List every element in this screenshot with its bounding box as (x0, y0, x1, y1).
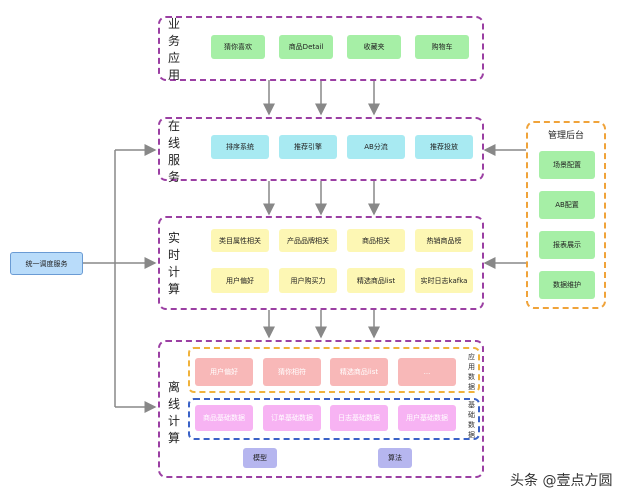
realtime-item-user-preference: 用户偏好 (211, 268, 269, 293)
realtime-item-curated-list: 精选商品list (347, 268, 405, 293)
layer-business-app (158, 16, 484, 81)
business-item-shopping-cart: 购物车 (415, 35, 469, 59)
layer-online-service (158, 117, 484, 181)
realtime-item-hot-ranking: 热销商品榜 (415, 229, 473, 252)
online-item-recommend-engine: 推荐引擎 (279, 135, 337, 159)
offline-tool-model: 模型 (243, 448, 277, 468)
online-item-recommend-delivery: 推荐投放 (415, 135, 473, 159)
admin-item-data-maintenance: 数据维护 (539, 271, 595, 299)
admin-item-scene-config: 场景配置 (539, 151, 595, 179)
app-data-guess-match: 猜你相符 (263, 358, 321, 386)
realtime-item-purchasing-power: 用户购买力 (279, 268, 337, 293)
layer-realtime (158, 216, 484, 310)
offline-tool-algorithm: 算法 (378, 448, 412, 468)
layer-offline (158, 340, 484, 478)
admin-item-report-display: 报表展示 (539, 231, 595, 259)
admin-item-ab-config: AB配置 (539, 191, 595, 219)
watermark-text: 头条 @壹点方圆 (510, 473, 613, 489)
base-data-orders: 订单基础数据 (263, 405, 321, 431)
layer-business-app-label: 业务应用 (167, 17, 180, 82)
layer-online-service-label: 在线服务 (167, 119, 180, 184)
base-data-goods: 商品基础数据 (195, 405, 253, 431)
business-item-guess-you-like: 猜你喜欢 (211, 35, 265, 59)
offline-app-data-group (188, 347, 480, 393)
admin-backend-title: 管理后台 (547, 131, 584, 141)
realtime-item-category-attr: 类目属性相关 (211, 229, 269, 252)
unified-scheduler: 统一调度服务 (10, 252, 83, 275)
app-data-curated-list: 精选商品list (330, 358, 388, 386)
layer-offline-label: 离线计算 (167, 380, 180, 445)
offline-base-data-group (188, 398, 480, 440)
base-data-logs: 日志基础数据 (330, 405, 388, 431)
offline-base-data-label: 基础数据 (468, 401, 475, 439)
realtime-item-kafka-log: 实时日志kafka (415, 268, 473, 293)
admin-backend-panel (526, 121, 606, 309)
online-item-ab-split: AB分流 (347, 135, 405, 159)
realtime-item-goods: 商品相关 (347, 229, 405, 252)
base-data-users: 用户基础数据 (398, 405, 456, 431)
app-data-more: ... (398, 358, 456, 386)
layer-realtime-label: 实时计算 (167, 231, 180, 296)
business-item-favorites: 收藏夹 (347, 35, 401, 59)
offline-app-data-label: 应用数据 (468, 353, 475, 391)
online-item-ranking-system: 排序系统 (211, 135, 269, 159)
realtime-item-product-brand: 产品品牌相关 (279, 229, 337, 252)
business-item-product-detail: 商品Detail (279, 35, 333, 59)
app-data-user-preference: 用户偏好 (195, 358, 253, 386)
